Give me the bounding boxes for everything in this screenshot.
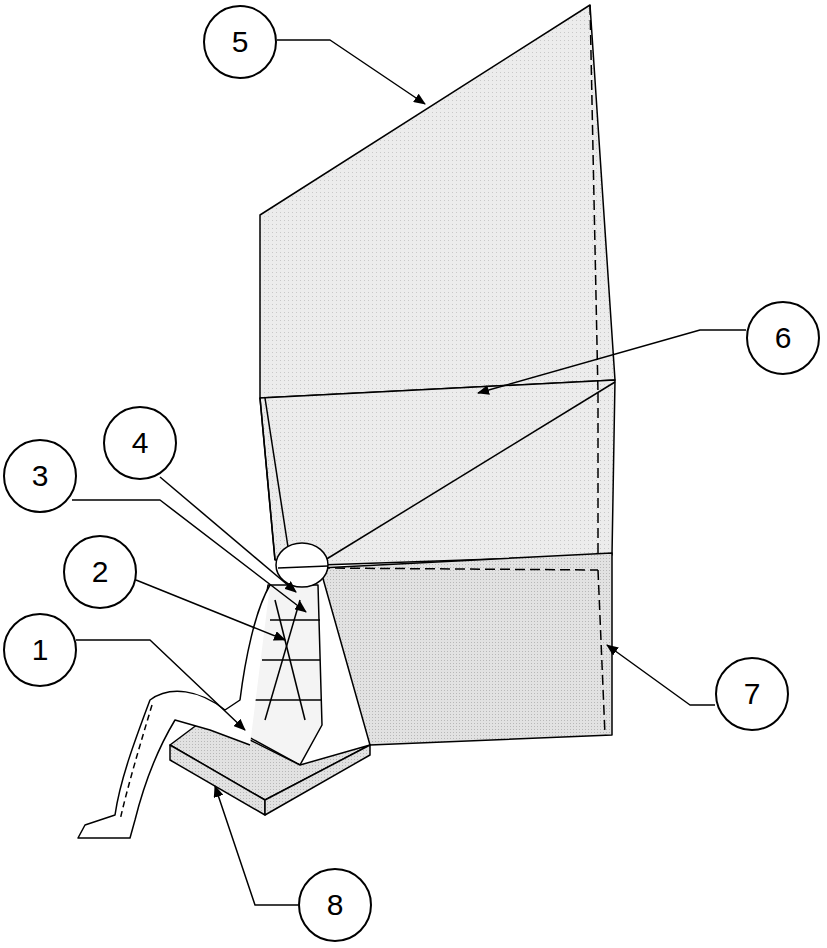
callout-number: 7 [744,679,761,709]
callout-circle: 4 [103,406,177,480]
band [260,380,615,565]
callout-number: 1 [32,635,49,665]
leader-line [136,580,285,640]
callout-number: 3 [32,461,49,491]
callout-circle: 8 [298,868,372,942]
base-block [320,553,612,745]
callout-circle: 1 [3,613,77,687]
leader-line [76,640,245,730]
leader-line [478,330,746,393]
callout-circle: 3 [3,439,77,513]
callout-circle: 2 [63,535,137,609]
callout-number: 2 [92,557,109,587]
leader-line [160,477,296,592]
leader-line [277,40,425,104]
callout-number: 4 [132,428,149,458]
callout-number: 6 [775,323,792,353]
callout-number: 5 [232,27,249,57]
leader-line [215,786,298,905]
panel [260,5,615,398]
callout-circle: 7 [715,657,789,731]
leader-line [607,645,715,705]
callout-number: 8 [327,890,344,920]
callout-circle: 6 [746,301,820,375]
callout-circle: 5 [203,5,277,79]
